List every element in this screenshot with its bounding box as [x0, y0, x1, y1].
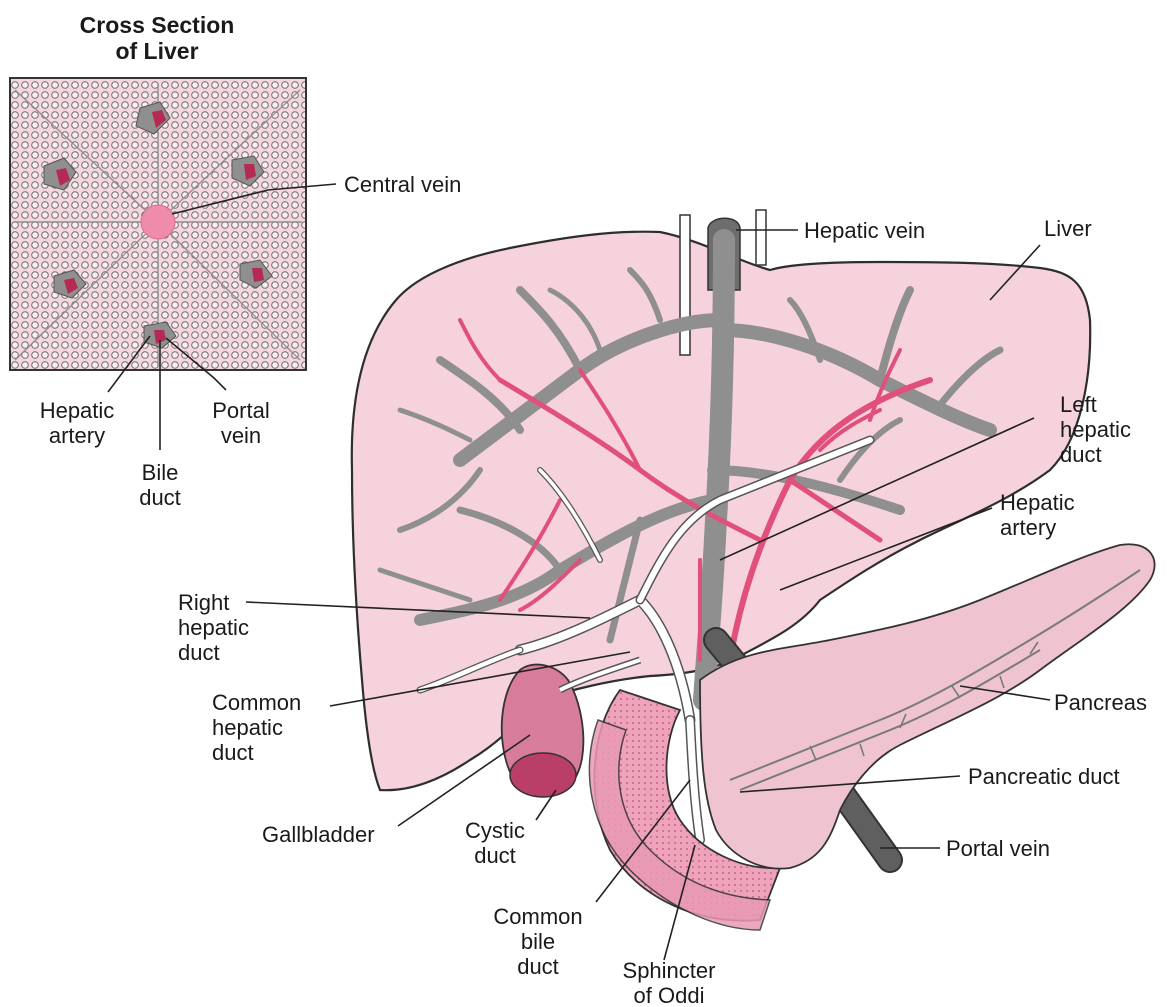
central-vein-dot	[141, 205, 175, 239]
label-portal-vein: Portal vein	[946, 836, 1050, 861]
label-central-vein: Central vein	[344, 172, 461, 197]
label-liver: Liver	[1044, 216, 1092, 241]
label-pancreas: Pancreas	[1054, 690, 1147, 715]
label-inset-bile-duct: Bile duct	[120, 460, 200, 510]
label-hepatic-vein: Hepatic vein	[804, 218, 925, 243]
label-common-hepatic-duct: Common hepatic duct	[212, 690, 301, 765]
cross-section-inset	[10, 78, 336, 450]
label-inset-hepatic-artery: Hepatic artery	[22, 398, 132, 448]
inset-title: Cross Section of Liver	[52, 12, 262, 64]
label-inset-portal-vein: Portal vein	[196, 398, 286, 448]
label-right-hepatic-duct: Right hepatic duct	[178, 590, 249, 665]
label-sphincter-of-oddi: Sphincter of Oddi	[614, 958, 724, 1007]
label-common-bile-duct: Common bile duct	[488, 904, 588, 979]
label-hepatic-artery: Hepatic artery	[1000, 490, 1075, 540]
label-gallbladder: Gallbladder	[262, 822, 375, 847]
label-pancreatic-duct: Pancreatic duct	[968, 764, 1120, 789]
label-cystic-duct: Cystic duct	[450, 818, 540, 868]
label-left-hepatic-duct: Left hepatic duct	[1060, 392, 1131, 467]
